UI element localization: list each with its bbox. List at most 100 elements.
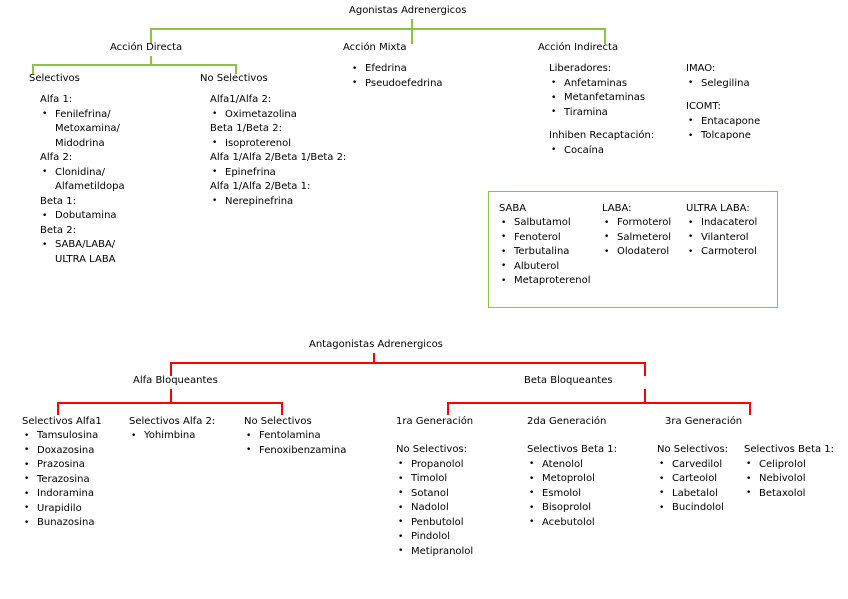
list-item: Labetalol bbox=[657, 486, 728, 502]
node-alfa-bloqueantes: Alfa Bloqueantes bbox=[133, 375, 218, 386]
list-item: Nerepinefrina bbox=[210, 194, 346, 210]
list-item: Metipranolol bbox=[396, 544, 473, 560]
agonistas-drop-directa bbox=[150, 28, 152, 44]
node-beta-bloqueantes: Beta Bloqueantes bbox=[524, 375, 613, 386]
gen1-list: Propanolol Timolol Sotanol Nadolol Penbu… bbox=[396, 457, 473, 560]
list-item: Nadolol bbox=[396, 501, 473, 516]
laba-list: Formoterol Salmeterol Olodaterol bbox=[602, 216, 671, 260]
group-header-alfa2: Alfa 2: bbox=[40, 152, 73, 163]
list-item: Albuterol bbox=[499, 259, 591, 275]
list-item: Isoproterenol bbox=[210, 136, 346, 152]
group-header-alfa1-alfa2: Alfa1/Alfa 2: bbox=[210, 94, 272, 105]
gen1-column: No Selectivos: Propanolol Timolol Sotano… bbox=[396, 443, 473, 559]
gen3-header-selectivos-beta1: Selectivos Beta 1: bbox=[744, 444, 835, 455]
group-list-alfa1-alfa2-beta1: Nerepinefrina bbox=[210, 194, 346, 210]
group-header-alfa1: Alfa 1: bbox=[40, 94, 73, 105]
group-header-inhiben-recaptacion: Inhiben Recaptación: bbox=[549, 130, 655, 141]
directa-bus bbox=[32, 64, 237, 66]
laba-header: LABA: bbox=[602, 203, 632, 214]
beta-stem bbox=[644, 389, 646, 403]
saba-list: Salbutamol Fenoterol Terbutalina Albuter… bbox=[499, 216, 591, 289]
list-item: Bucindolol bbox=[657, 501, 728, 516]
list-item: Metanfetaminas bbox=[549, 91, 654, 106]
beta-drop-gen1 bbox=[447, 402, 449, 415]
gen3-column-selectivos-beta1: Selectivos Beta 1: Celiprolol Nebivolol … bbox=[744, 443, 834, 501]
antagonistas-bus bbox=[170, 362, 645, 364]
header-selectivos-alfa1: Selectivos Alfa1 bbox=[22, 416, 102, 427]
list-item: Carmoterol bbox=[686, 245, 757, 260]
list-item: Indoramina bbox=[22, 487, 98, 502]
list-item: Doxazosina bbox=[22, 443, 98, 459]
list-item: Pseudoefedrina bbox=[350, 76, 443, 92]
gen1-header-no-selectivos: No Selectivos: bbox=[396, 444, 468, 455]
list-item: ULTRA LABA bbox=[55, 253, 116, 265]
list-item: Tamsulosina bbox=[22, 429, 98, 444]
alfa-bus bbox=[57, 402, 283, 404]
group-list-imao: Selegilina bbox=[686, 76, 760, 92]
list-item: Yohimbina bbox=[129, 429, 195, 444]
list-item: Metoxamina/ bbox=[55, 123, 120, 134]
selectivos-alfa2-list: Yohimbina bbox=[129, 429, 195, 444]
list-item: Cocaína bbox=[549, 143, 654, 159]
list-item: Metaproterenol bbox=[499, 274, 591, 289]
list-item: Urapidilo bbox=[22, 501, 98, 517]
list-item: Fenoterol bbox=[499, 230, 591, 246]
list-item: Betaxolol bbox=[744, 486, 834, 502]
alfa-drop-no-selectivos bbox=[281, 402, 283, 415]
gen3-no-selectivos-list: Carvedilol Carteolol Labetalol Bucindolo… bbox=[657, 457, 728, 516]
agonistas-root-stem bbox=[411, 19, 413, 29]
list-item: Indacaterol bbox=[686, 216, 757, 231]
node-accion-indirecta: Acción Indirecta bbox=[538, 42, 619, 53]
node-selectivos: Selectivos bbox=[29, 73, 80, 84]
header-alfa-no-selectivos: No Selectivos bbox=[244, 416, 312, 427]
node-1ra-generacion: 1ra Generación bbox=[396, 416, 474, 427]
gen2-column: Selectivos Beta 1: Atenolol Metoprolol E… bbox=[527, 443, 617, 530]
ultra-laba-list: Indacaterol Vilanterol Carmoterol bbox=[686, 216, 757, 260]
list-item: Formoterol bbox=[602, 216, 671, 231]
list-item: Propanolol bbox=[396, 457, 473, 473]
list-item: Oximetazolina bbox=[210, 107, 346, 123]
node-2da-generacion: 2da Generación bbox=[527, 416, 607, 427]
list-item: Alfametildopa bbox=[55, 181, 125, 192]
gen2-list: Atenolol Metoprolol Esmolol Bisoprolol A… bbox=[527, 457, 617, 531]
list-item: Terbutalina bbox=[499, 245, 591, 260]
group-list-alfa2: Clonidina/ Alfametildopa bbox=[40, 165, 125, 195]
node-accion-mixta: Acción Mixta bbox=[343, 42, 407, 53]
group-header-beta1-beta2: Beta 1/Beta 2: bbox=[210, 123, 282, 134]
group-list-liberadores: Anfetaminas Metanfetaminas Tiramina bbox=[549, 76, 654, 121]
agonistas-root-title: Agonistas Adrenergicos bbox=[349, 5, 467, 16]
list-item: Salmeterol bbox=[602, 230, 671, 246]
saba-column: SABA Salbutamol Fenoterol Terbutalina Al… bbox=[499, 201, 591, 289]
gen3-column-no-selectivos: No Selectivos: Carvedilol Carteolol Labe… bbox=[657, 443, 728, 516]
ultra-laba-column: ULTRA LABA: Indacaterol Vilanterol Carmo… bbox=[686, 201, 757, 260]
list-item: Esmolol bbox=[527, 486, 617, 502]
beta-drop-gen3 bbox=[749, 402, 751, 415]
list-item: Penbutolol bbox=[396, 515, 473, 531]
group-list-alfa1-alfa2-beta1-beta2: Epinefrina bbox=[210, 165, 346, 181]
list-item: Efedrina bbox=[350, 62, 443, 77]
gen3-selectivos-beta1-list: Celiprolol Nebivolol Betaxolol bbox=[744, 457, 834, 502]
list-item: Dobutamina bbox=[40, 209, 125, 224]
no-selectivos-groups: Alfa1/Alfa 2: Oximetazolina Beta 1/Beta … bbox=[210, 93, 346, 209]
beta-bus bbox=[447, 402, 751, 404]
node-3ra-generacion: 3ra Generación bbox=[665, 416, 743, 427]
list-item: Pindolol bbox=[396, 530, 473, 545]
list-item: Tolcapone bbox=[686, 129, 760, 144]
antagonistas-drop-beta bbox=[644, 362, 646, 376]
list-item: Entacapone bbox=[686, 114, 760, 130]
header-selectivos-alfa2: Selectivos Alfa 2: bbox=[129, 416, 216, 427]
list-item: Acebutolol bbox=[527, 515, 617, 531]
group-header-imao: IMAO: bbox=[686, 63, 716, 74]
list-item: SABA/LABA/ bbox=[40, 238, 125, 253]
group-list-inhiben-recaptacion: Cocaína bbox=[549, 143, 654, 159]
group-spacer bbox=[549, 120, 654, 129]
selectivos-alfa1-list: Tamsulosina Doxazosina Prazosina Terazos… bbox=[22, 429, 98, 531]
directa-drop-no-selectivos bbox=[235, 64, 237, 74]
group-list-beta1: Dobutamina bbox=[40, 209, 125, 224]
group-header-beta2: Beta 2: bbox=[40, 224, 76, 236]
agonistas-drop-indirecta bbox=[604, 28, 606, 44]
group-list-icomt: Entacapone Tolcapone bbox=[686, 114, 760, 144]
list-item: Bunazosina bbox=[22, 516, 98, 531]
list-item: Carvedilol bbox=[657, 457, 728, 473]
